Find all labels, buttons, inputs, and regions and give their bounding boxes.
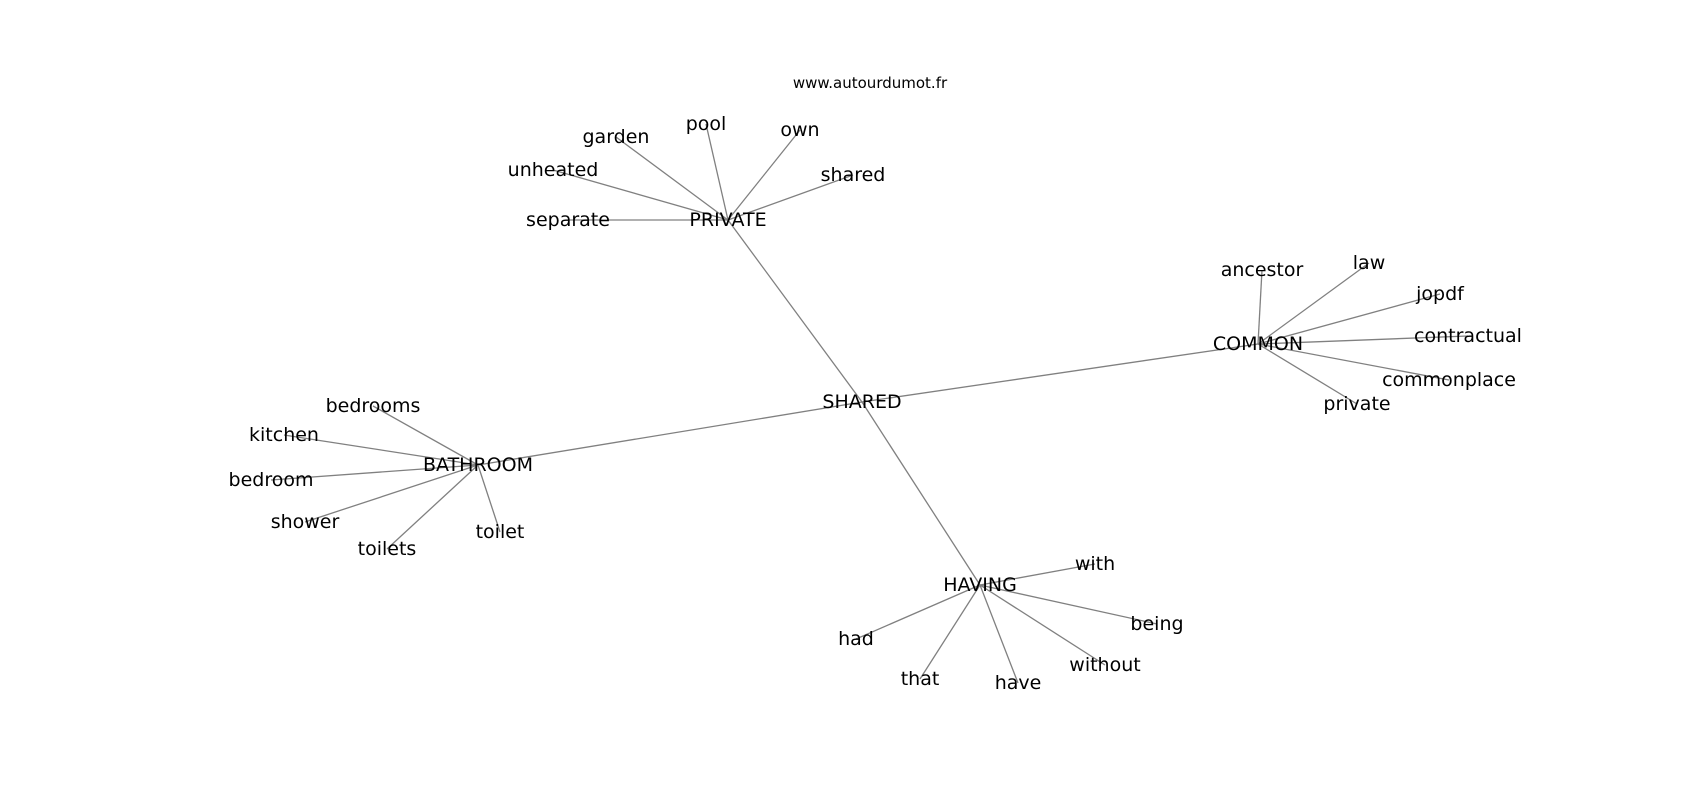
edge-having_hub-had (855, 584, 981, 640)
leaf-node-pool: pool (686, 113, 727, 135)
leaf-node-garden: garden (583, 126, 650, 148)
hub-node-having_hub: HAVING (943, 574, 1017, 596)
edge-common_hub-contractual (1257, 335, 1469, 345)
leaf-node-have: have (995, 672, 1042, 694)
leaf-node-bedrooms: bedrooms (326, 395, 421, 417)
edge-shared_center-having_hub (861, 401, 981, 586)
edge-bathroom_hub-bedrooms (372, 405, 479, 466)
edge-bathroom_hub-shower (304, 464, 479, 523)
hub-node-shared_center: SHARED (822, 391, 901, 413)
edge-bathroom_hub-bedroom (270, 464, 479, 481)
leaf-node-bedroom: bedroom (229, 469, 314, 491)
edge-having_hub-with (979, 563, 1096, 586)
hub-node-private_hub: PRIVATE (689, 209, 766, 231)
edge-having_hub-that (919, 584, 981, 680)
leaf-node-being: being (1130, 613, 1183, 635)
leaf-node-had: had (838, 628, 874, 650)
leaf-node-law: law (1353, 252, 1385, 274)
leaf-node-with: with (1075, 553, 1115, 575)
edge-common_hub-ancestor (1257, 269, 1263, 345)
edge-common_hub-jopdf (1257, 293, 1441, 345)
leaf-node-shower: shower (271, 511, 340, 533)
leaf-node-unheated: unheated (508, 159, 599, 181)
leaf-node-ancestor: ancestor (1221, 259, 1304, 281)
edge-private_hub-shared_leaf (727, 174, 854, 221)
leaf-node-private_leaf: private (1323, 393, 1390, 415)
leaf-node-shared_leaf: shared (821, 164, 886, 186)
leaf-node-kitchen: kitchen (249, 424, 319, 446)
edge-private_hub-pool (705, 123, 729, 221)
leaf-node-that: that (901, 668, 940, 690)
edge-private_hub-unheated (552, 169, 729, 221)
edge-bathroom_hub-kitchen (283, 434, 479, 466)
edge-common_hub-law (1257, 262, 1370, 345)
edge-common_hub-commonplace (1257, 343, 1450, 381)
leaf-node-jopdf: jopdf (1415, 283, 1465, 305)
hub-node-common_hub: COMMON (1213, 333, 1303, 355)
edge-private_hub-own (727, 129, 801, 221)
edge-having_hub-have (979, 584, 1019, 684)
source-label: www.autourdumot.fr (793, 74, 948, 92)
leaf-node-own: own (780, 119, 819, 141)
edge-bathroom_hub-toilets (386, 464, 479, 550)
edge-shared_center-common_hub (861, 343, 1259, 403)
edge-having_hub-without (979, 584, 1106, 666)
leaf-node-toilet: toilet (476, 521, 525, 543)
edge-shared_center-bathroom_hub (477, 401, 863, 466)
edges-layer (270, 123, 1469, 684)
leaf-node-commonplace: commonplace (1382, 369, 1516, 391)
edge-private_hub-garden (615, 136, 729, 221)
nodes-layer: SHARED PRIVATE COMMON BATHROOM HAVING separat… (229, 113, 1522, 694)
edge-shared_center-private_hub (727, 219, 863, 403)
leaf-node-contractual: contractual (1414, 325, 1522, 347)
edge-bathroom_hub-toilet (477, 464, 501, 533)
hub-node-bathroom_hub: BATHROOM (423, 454, 533, 476)
edge-common_hub-private_leaf (1257, 343, 1358, 405)
leaf-node-toilets: toilets (358, 538, 417, 560)
edge-having_hub-being (979, 584, 1158, 625)
leaf-node-separate: separate (526, 209, 610, 231)
leaf-node-without: without (1069, 654, 1140, 676)
